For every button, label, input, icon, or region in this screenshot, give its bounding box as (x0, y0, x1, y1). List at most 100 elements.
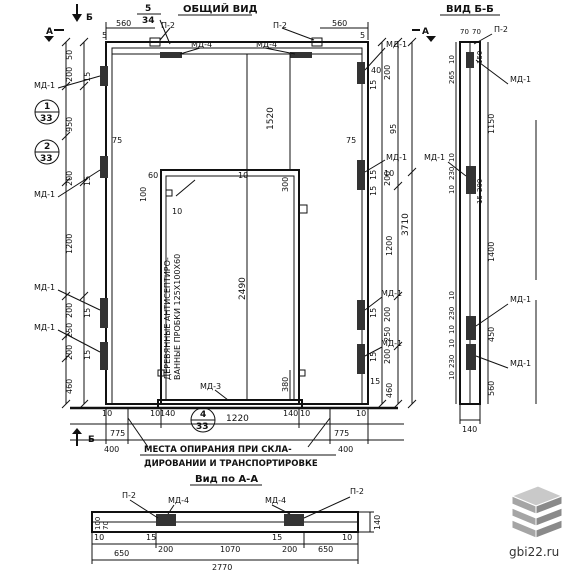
svg-text:10: 10 (356, 409, 366, 418)
svg-text:10: 10 (448, 55, 456, 64)
svg-text:33: 33 (40, 154, 53, 164)
svg-text:3710: 3710 (401, 213, 411, 236)
svg-text:380: 380 (281, 377, 290, 392)
svg-text:200: 200 (158, 545, 173, 554)
svg-text:10: 10 (384, 169, 394, 178)
wood-plug-marker (165, 189, 173, 197)
svg-text:15: 15 (476, 195, 484, 204)
watermark-text: gbi22.ru (509, 545, 559, 559)
svg-text:2770: 2770 (212, 563, 232, 572)
svg-text:250: 250 (383, 327, 392, 342)
svg-text:650: 650 (318, 545, 333, 554)
callout-5-34: 5 34 (137, 4, 171, 45)
svg-text:265: 265 (448, 71, 456, 84)
dim-texts-main: 560 560 5 5 50 200 15 950 75 200 15 1200… (65, 19, 411, 454)
svg-text:МД-1: МД-1 (424, 153, 445, 162)
svg-text:200: 200 (383, 307, 392, 322)
svg-text:1200: 1200 (385, 236, 394, 256)
callout-2-33: 2 33 (34, 139, 60, 165)
md1-plate (100, 342, 108, 370)
svg-text:МД-4: МД-4 (265, 496, 286, 505)
svg-text:1400: 1400 (487, 242, 496, 262)
wood-plug-marker (298, 369, 306, 377)
lifting-loop-right (290, 37, 323, 58)
svg-text:А: А (422, 27, 429, 37)
svg-text:10: 10 (448, 185, 456, 194)
md1-plate (357, 62, 365, 84)
svg-text:15: 15 (83, 350, 92, 360)
plan-view (91, 511, 374, 564)
svg-text:200: 200 (65, 303, 74, 318)
svg-text:10: 10 (300, 409, 310, 418)
svg-text:15: 15 (146, 533, 156, 542)
svg-text:1220: 1220 (226, 414, 249, 424)
note-antiseptic-line2: ВАННЫЕ ПРОБКИ 125Х100Х60 (173, 254, 182, 380)
svg-text:140: 140 (283, 409, 298, 418)
svg-text:33: 33 (196, 422, 209, 432)
svg-text:560: 560 (332, 19, 347, 28)
svg-text:560: 560 (487, 381, 496, 396)
md1-plate (357, 160, 365, 190)
arrow-down-icon (44, 36, 54, 42)
label-md1: МД-1 (34, 190, 55, 199)
svg-text:230: 230 (448, 307, 456, 320)
svg-text:300: 300 (281, 177, 290, 192)
svg-text:775: 775 (334, 429, 349, 438)
svg-text:4: 4 (200, 410, 206, 420)
svg-text:400: 400 (104, 445, 119, 454)
svg-text:775: 775 (110, 429, 125, 438)
svg-text:200: 200 (282, 545, 297, 554)
label-md1: МД-1 (386, 153, 407, 162)
top-edge-strip (111, 47, 363, 55)
title-general-view: ОБЩИЙ ВИД (178, 2, 258, 16)
svg-text:100: 100 (94, 517, 102, 530)
section-marker-b-top: Б (72, 4, 93, 23)
label-md3: МД-3 (200, 382, 221, 391)
md1-plate (100, 156, 108, 178)
loop-body (311, 37, 323, 47)
svg-text:230: 230 (448, 167, 456, 180)
md4-embedded-plate (156, 514, 176, 526)
svg-text:100: 100 (139, 187, 148, 202)
svg-text:10: 10 (448, 339, 456, 348)
svg-text:1150: 1150 (487, 114, 496, 134)
svg-text:200: 200 (383, 171, 392, 186)
label-md4: МД-4 (191, 40, 212, 49)
svg-text:10: 10 (238, 171, 248, 180)
title-view-aa-text: Вид по А-А (195, 474, 258, 485)
svg-text:10: 10 (94, 533, 104, 542)
svg-text:50: 50 (65, 50, 74, 60)
md1-plate (100, 298, 108, 328)
svg-text:П-2: П-2 (350, 487, 364, 496)
md1-parts-right (357, 62, 365, 374)
svg-text:15: 15 (369, 80, 378, 90)
svg-text:34: 34 (142, 16, 155, 26)
plan-view-dims: 10 650 15 200 1070 15 200 650 10 2770 14… (94, 515, 382, 572)
md1-parts-left (100, 66, 108, 370)
wood-plug-marker (298, 204, 308, 214)
md1-plate (466, 316, 476, 340)
svg-text:75: 75 (112, 136, 122, 145)
svg-text:460: 460 (65, 379, 74, 394)
svg-text:70: 70 (102, 521, 110, 530)
md1-plate (357, 300, 365, 330)
svg-text:200: 200 (383, 65, 392, 80)
svg-text:МД-1: МД-1 (510, 75, 531, 84)
svg-text:230: 230 (448, 355, 456, 368)
md1-plate (466, 52, 474, 68)
svg-text:Б: Б (86, 13, 93, 23)
title-view-aa: Вид по А-А (190, 474, 262, 486)
part-labels-main: П-2 П-2 МД-4 МД-4 МД-1 МД-1 МД-1 МД-1 МД… (34, 21, 407, 391)
md4-embedded-plate (284, 514, 304, 526)
note-antiseptic-line1: ДЕРЕВЯННЫЕ АНТИСЕПТИРО- (163, 257, 172, 380)
callout-4-33: 4 33 (190, 407, 216, 433)
svg-text:33: 33 (40, 114, 53, 124)
section-marker-a-right: А (412, 27, 436, 42)
label-p2: П-2 (273, 21, 287, 30)
note-support-points: МЕСТА ОПИРАНИЯ ПРИ СКЛА- ДИРОВАНИИ И ТРА… (127, 417, 336, 469)
section-marker-b-bottom: Б (72, 428, 95, 446)
watermark-logo: gbi22.ru (509, 485, 564, 559)
svg-text:А: А (46, 27, 53, 37)
callout-1-33: 1 33 (34, 99, 60, 125)
loop-body (149, 37, 161, 47)
